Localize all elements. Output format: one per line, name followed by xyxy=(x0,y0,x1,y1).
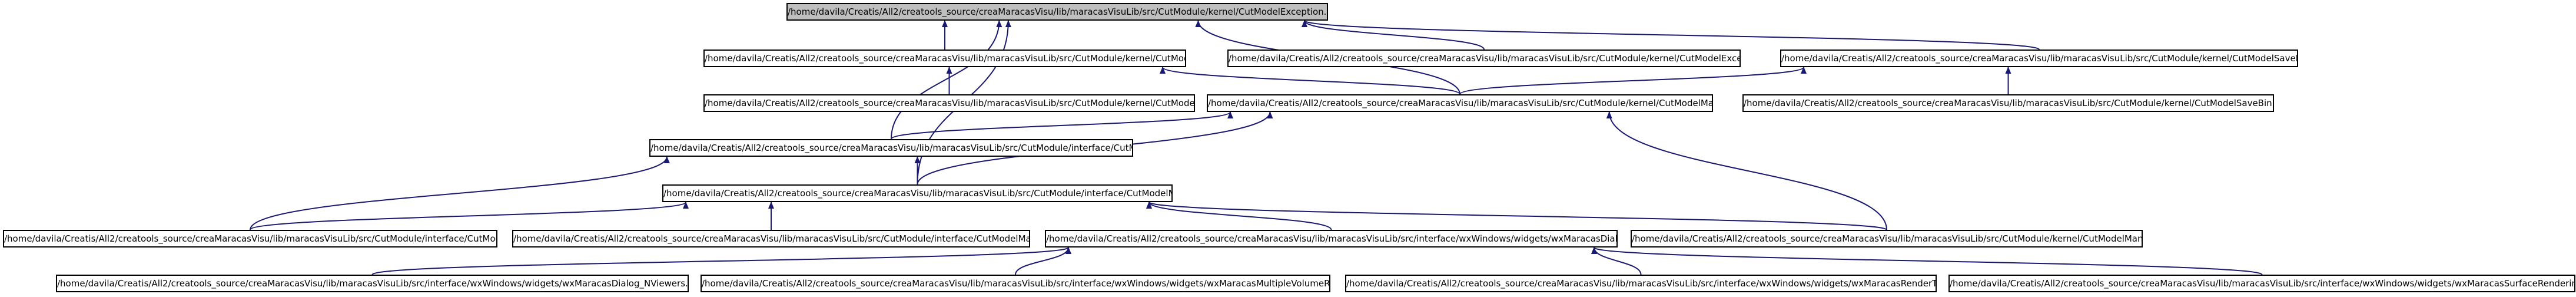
file-node-manager-cxx[interactable]: /home/davila/Creatis/All2/creatools_sour… xyxy=(1631,230,2143,248)
edge-view-h-includes-manager-h xyxy=(891,111,1233,140)
file-node-exception-cxx[interactable]: /home/davila/Creatis/All2/creatools_sour… xyxy=(1227,50,1741,67)
edge-view-h-includes-exception-h xyxy=(891,20,1002,140)
edge-nviewers-h-includes-mainpanel-h xyxy=(1146,202,1332,230)
file-node-nviewers-h[interactable]: /home/davila/Creatis/All2/creatools_sour… xyxy=(1045,230,1618,248)
file-node-surfaceprop-cxx[interactable]: /home/davila/Creatis/All2/creatools_sour… xyxy=(1948,275,2575,292)
file-node-mainpanel-cxx[interactable]: /home/davila/Creatis/All2/creatools_sour… xyxy=(512,230,1030,248)
edge-view-cxx-includes-view-h xyxy=(250,156,670,230)
file-node-view-h[interactable]: /home/davila/Creatis/All2/creatools_sour… xyxy=(649,139,1133,157)
edge-manager-h-includes-savebininfo-h xyxy=(1459,67,1807,95)
file-node-multivolume-cxx[interactable]: /home/davila/Creatis/All2/creatools_sour… xyxy=(701,275,1330,292)
file-node-data-h[interactable]: /home/davila/Creatis/All2/creatools_sour… xyxy=(703,50,1186,67)
file-node-savebininfo-cxx[interactable]: /home/davila/Creatis/All2/creatools_sour… xyxy=(1742,94,2274,112)
file-node-exception-h[interactable]: /home/davila/Creatis/All2/creatools_sour… xyxy=(786,3,1328,21)
edge-manager-h-includes-data-h xyxy=(1160,67,1460,95)
edge-surfaceprop-cxx-includes-nviewers-h xyxy=(1591,247,2263,275)
edge-view-cxx-includes-mainpanel-h xyxy=(250,202,689,230)
edge-manager-cxx-includes-manager-h xyxy=(1606,111,1887,230)
file-node-savebininfo-h[interactable]: /home/davila/Creatis/All2/creatools_sour… xyxy=(1780,50,2298,67)
file-node-manager-h[interactable]: /home/davila/Creatis/All2/creatools_sour… xyxy=(1207,94,1713,112)
file-node-tabbedpanel-cpp[interactable]: /home/davila/Creatis/All2/creatools_sour… xyxy=(1345,275,1937,292)
file-node-mainpanel-h[interactable]: /home/davila/Creatis/All2/creatools_sour… xyxy=(662,184,1173,202)
edge-exception-cxx-includes-exception-h xyxy=(1302,20,1485,50)
file-node-data-cxx[interactable]: /home/davila/Creatis/All2/creatools_sour… xyxy=(703,94,1195,112)
file-node-view-cxx[interactable]: /home/davila/Creatis/All2/creatools_sour… xyxy=(3,230,497,248)
edge-nviewers-cpp-includes-nviewers-h xyxy=(371,247,1071,275)
file-node-nviewers-cpp[interactable]: /home/davila/Creatis/All2/creatools_sour… xyxy=(56,275,689,292)
edge-savebininfo-h-includes-exception-h xyxy=(1302,20,2040,50)
edge-multivolume-cxx-includes-nviewers-h xyxy=(1015,247,1071,275)
edge-manager-cxx-includes-mainpanel-h xyxy=(1146,202,1887,230)
